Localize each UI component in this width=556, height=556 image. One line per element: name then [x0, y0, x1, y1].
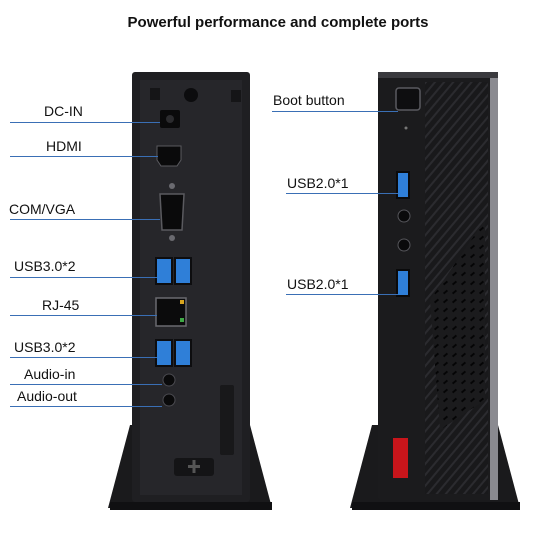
- red-accent-strip: [393, 438, 408, 478]
- usb30-port-4: [174, 339, 192, 367]
- leader-rj45: [10, 315, 157, 316]
- page-title: Powerful performance and complete ports: [127, 14, 429, 31]
- audio-out-jack: [162, 393, 176, 407]
- label-com-vga: COM/VGA: [9, 201, 76, 217]
- leader-boot-button: [272, 111, 398, 112]
- leader-usb20-top: [286, 193, 398, 194]
- leader-usb30-top: [10, 277, 157, 278]
- label-boot-button: Boot button: [273, 92, 345, 108]
- leader-usb20-bottom: [286, 294, 398, 295]
- boot-button: [395, 87, 421, 111]
- leader-com-vga: [10, 219, 160, 220]
- leader-usb30-bottom: [10, 357, 157, 358]
- usb20-port-2: [396, 269, 410, 297]
- front-audio-jack-1: [397, 209, 411, 223]
- label-usb20-bottom: USB2.0*1: [287, 276, 349, 292]
- leader-audio-in: [10, 384, 162, 385]
- label-rj45: RJ-45: [42, 297, 80, 313]
- usb30-port-3: [155, 339, 173, 367]
- leader-hdmi: [10, 156, 158, 157]
- label-audio-out: Audio-out: [17, 388, 77, 404]
- leader-dc-in: [10, 122, 160, 123]
- front-audio-jack-2: [397, 238, 411, 252]
- label-usb30-top: USB3.0*2: [14, 258, 76, 274]
- label-dc-in: DC-IN: [44, 103, 83, 119]
- label-audio-in: Audio-in: [24, 366, 76, 382]
- label-usb30-bottom: USB3.0*2: [14, 339, 76, 355]
- label-usb20-top: USB2.0*1: [287, 175, 349, 191]
- leader-audio-out: [10, 406, 162, 407]
- label-hdmi: HDMI: [46, 138, 82, 154]
- com-vga-port: [159, 193, 185, 231]
- usb20-port-1: [396, 171, 410, 199]
- hdmi-port: [156, 145, 182, 167]
- usb30-port-1: [155, 257, 173, 285]
- usb30-port-2: [174, 257, 192, 285]
- audio-in-jack: [162, 373, 176, 387]
